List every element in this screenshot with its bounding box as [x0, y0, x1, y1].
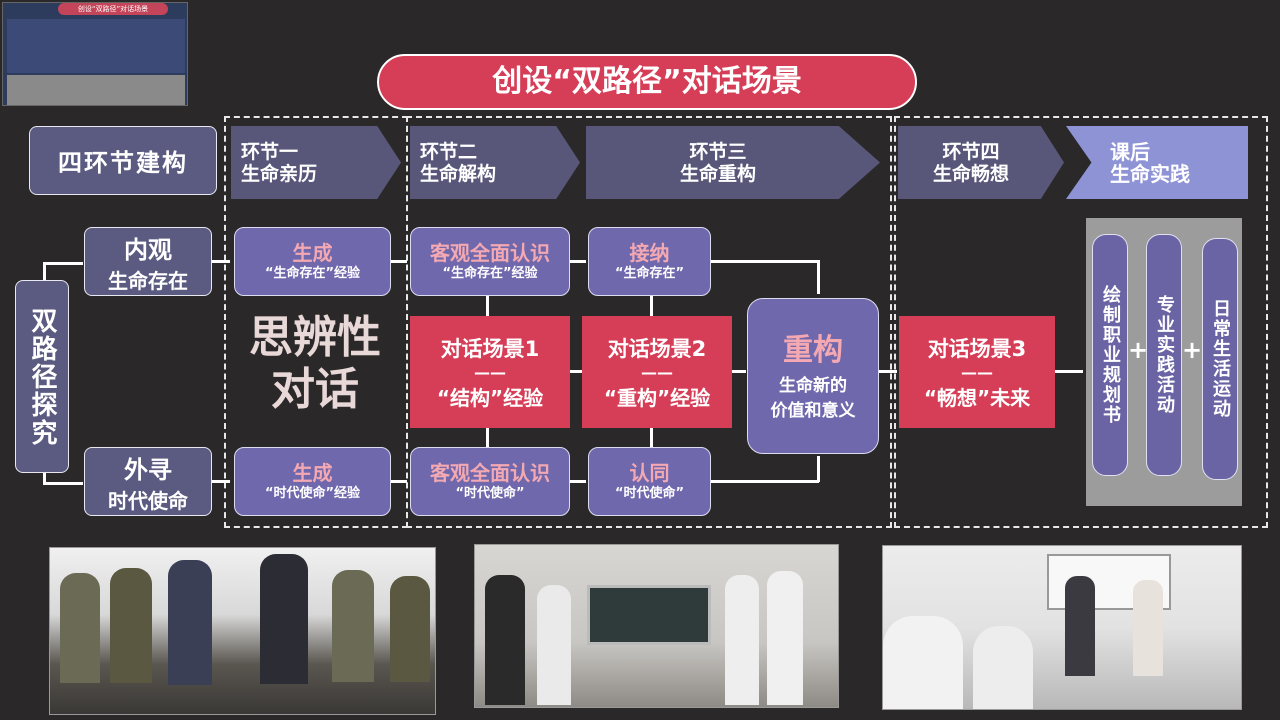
page-title: 创设“双路径”对话场景	[377, 54, 917, 110]
stage23-frame	[406, 116, 892, 528]
accept-box: 接纳“生命存在”	[588, 227, 711, 296]
dialogue-scene-1: 对话场景1 —— “结构”经验	[410, 316, 570, 428]
photo-classroom-discussion	[882, 545, 1242, 710]
outer-box: 外寻时代使命	[84, 447, 212, 516]
stage-1: 环节一生命亲历	[231, 126, 401, 199]
photo-role-play	[49, 547, 436, 715]
practice-item-1: 绘制职业规划书	[1092, 234, 1128, 476]
rebuild-box: 重构 生命新的 价值和意义	[747, 298, 879, 454]
generate-box-bottom: 生成“时代使命”经验	[234, 447, 391, 516]
dialogue-scene-2: 对话场景2 —— “重构”经验	[582, 316, 732, 428]
practice-panel: 绘制职业规划书 + 专业实践活动 + 日常生活运动	[1086, 218, 1242, 506]
generate-box-top: 生成“生命存在”经验	[234, 227, 391, 296]
row-header: 四环节建构	[29, 126, 217, 195]
stage-after-class: 课后生命实践	[1066, 126, 1248, 199]
practice-item-2: 专业实践活动	[1146, 234, 1182, 476]
objective-box-bottom: 客观全面认识“时代使命”	[410, 447, 570, 516]
thumbnail-preview: 创设“双路径”对话场景	[2, 2, 188, 106]
objective-box-top: 客观全面认识“生命存在”经验	[410, 227, 570, 296]
photo-classroom-board	[474, 544, 839, 708]
thumbnail-caption: 创设“双路径”对话场景	[58, 3, 168, 15]
dual-path-label: 双路径探究	[15, 280, 69, 473]
stage-3: 环节三生命重构	[586, 126, 880, 199]
stage-2: 环节二生命解构	[410, 126, 580, 199]
stage-4: 环节四生命畅想	[898, 126, 1064, 199]
dialogue-scene-3: 对话场景3 —— “畅想”未来	[899, 316, 1055, 428]
inner-box: 内观生命存在	[84, 227, 212, 296]
agree-box: 认同“时代使命”	[588, 447, 711, 516]
stage4-frame	[894, 116, 1268, 528]
dialectical-dialogue: 思辨性对话	[249, 312, 381, 415]
practice-item-3: 日常生活运动	[1202, 238, 1238, 480]
